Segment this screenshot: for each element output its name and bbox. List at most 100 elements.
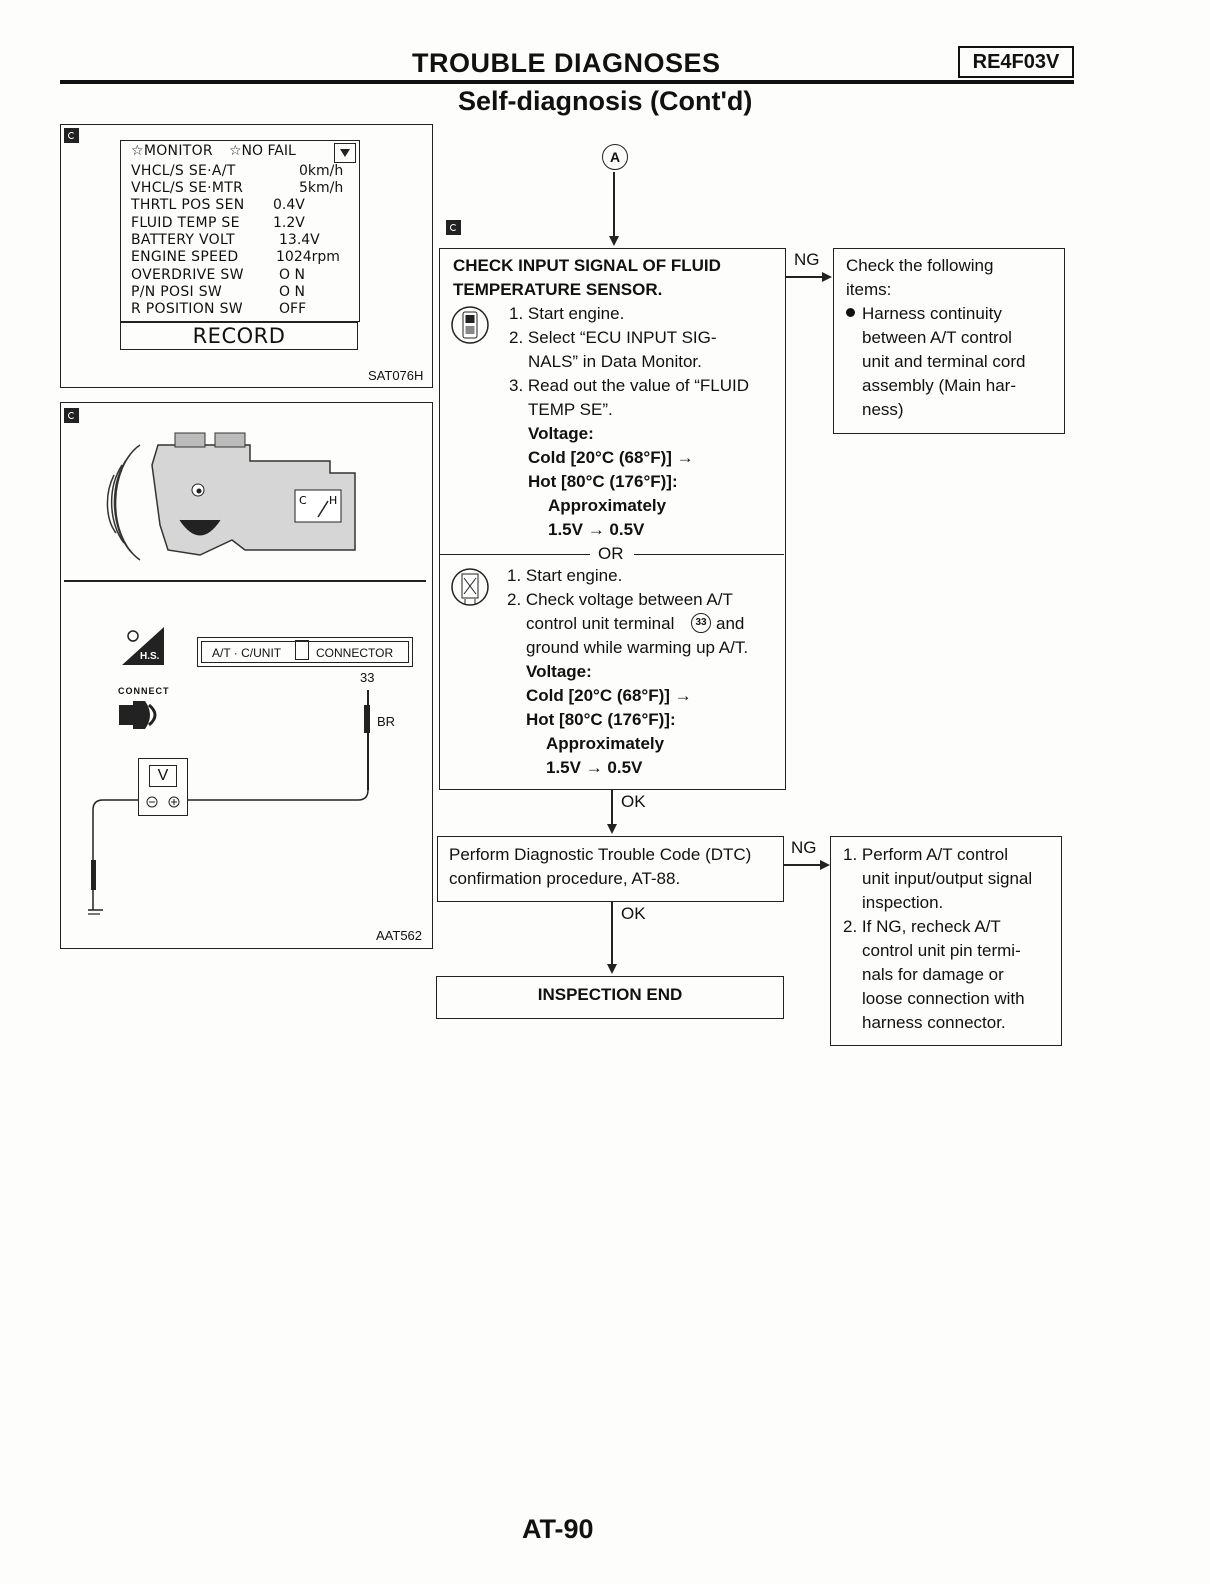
wire-color-label: BR [377, 714, 396, 729]
method2-step1: 1. Start engine. [507, 566, 623, 585]
ng-flow-line [786, 276, 826, 278]
check-step-box [439, 248, 786, 790]
monitor-value: 0km/h [299, 163, 344, 179]
engine-warm-illustration: C H [106, 432, 356, 561]
inspection-end-box [436, 976, 784, 1019]
arrow-down-icon [609, 236, 619, 246]
connector-ref-a: A [602, 144, 628, 170]
monitor-header-label: ☆MONITOR [131, 143, 213, 159]
monitor-item: THRTL POS SEN [131, 197, 245, 213]
ok-flow-line [611, 901, 613, 969]
monitor-item: VHCL/S SE·MTR [131, 180, 244, 196]
method1-step3: TEMP SE”. [528, 400, 613, 419]
or-divider [634, 554, 784, 556]
figure-divider [64, 580, 426, 582]
arrow-down-icon [607, 824, 617, 834]
method2-step2: ground while warming up A/T. [526, 638, 749, 657]
ng-text: loose connection with [862, 989, 1025, 1008]
figure-id: SAT076H [368, 368, 424, 383]
ng-text: Harness continuity [862, 304, 1002, 323]
arrow-right-icon [822, 272, 832, 282]
arrow-down-icon [607, 964, 617, 974]
voltmeter-label: V [149, 765, 177, 787]
connector-figure [60, 402, 433, 949]
figure-id: AAT562 [376, 928, 423, 943]
connector-right-label: CONNECTOR [316, 646, 394, 660]
ng-text: control unit pin termi- [862, 941, 1021, 960]
connector-label-box: A/T · C/UNIT CONNECTOR [197, 637, 413, 667]
monitor-value: OFF [279, 301, 307, 317]
terminal-number: 33 [360, 670, 375, 685]
gauge-h-label: H [329, 494, 337, 507]
monitor-value: 1024rpm [276, 249, 340, 265]
ng-text: unit input/output signal [862, 869, 1033, 888]
ng-label: NG [791, 838, 817, 857]
section-subtitle: Self-diagnosis (Cont'd) [458, 86, 753, 116]
page-title: TROUBLE DIAGNOSES [412, 48, 721, 78]
check-title: CHECK INPUT SIGNAL OF FLUID [453, 256, 721, 275]
dtc-text: Perform Diagnostic Trouble Code (DTC) [449, 845, 752, 864]
consult-c-icon [446, 220, 461, 235]
hand-tool-icon: H.S. [122, 627, 164, 665]
meter-terminals-icon [146, 796, 180, 808]
monitor-status-label: ☆NO FAIL [229, 143, 296, 159]
ng-flow-line [784, 864, 824, 866]
monitor-value: 1.2V [273, 215, 305, 231]
method1-approx: Approximately [548, 496, 667, 515]
dtc-text: confirmation procedure, AT-88. [449, 869, 681, 888]
monitor-item: FLUID TEMP SE [131, 215, 240, 231]
monitor-value: 5km/h [299, 180, 344, 196]
method2-cold: Cold [20°C (68°F)] → [526, 686, 692, 705]
monitor-item: R POSITION SW [131, 301, 243, 317]
connect-label: CONNECT [118, 686, 170, 696]
gauge-c-label: C [299, 494, 307, 507]
consult-screen: ☆MONITOR ☆NO FAIL VHCL/S SE·A/T 0km/h VH… [120, 140, 360, 322]
monitor-figure [60, 124, 433, 388]
bullet-icon [846, 308, 855, 317]
consult-tool-icon [451, 306, 489, 344]
ng-text: items: [846, 280, 892, 299]
or-label: OR [598, 544, 624, 563]
probe-wire [367, 690, 369, 790]
method1-cold: Cold [20°C (68°F)] → [528, 448, 694, 467]
method2-step2: and [716, 614, 745, 633]
ok-label: OK [621, 904, 646, 923]
ng-text: harness connector. [862, 1013, 1006, 1032]
terminal-33-badge: 33 [691, 613, 711, 633]
model-code-badge: RE4F03V [958, 46, 1074, 78]
multimeter-tool-icon [451, 568, 489, 606]
header-rule [60, 80, 1074, 84]
dtc-step-box [437, 836, 784, 902]
voltmeter-diagram [88, 760, 369, 915]
consult-c-icon [64, 408, 79, 423]
method2-hot: Hot [80°C (176°F)]: [526, 710, 676, 729]
monitor-item: BATTERY VOLT [131, 232, 236, 248]
ng-action-box [830, 836, 1062, 1046]
flow-line [613, 172, 615, 244]
ng-text: inspection. [862, 893, 944, 912]
ng-text: Check the following [846, 256, 994, 275]
method1-step2: NALS” in Data Monitor. [528, 352, 702, 371]
ng-text: 1. Perform A/T control [843, 845, 1009, 864]
ng-text: assembly (Main har- [862, 376, 1016, 395]
ok-flow-line [611, 789, 613, 829]
method1-step2: 2. Select “ECU INPUT SIG- [509, 328, 717, 347]
method2-voltage-label: Voltage: [526, 662, 592, 681]
connector-left-label: A/T · C/UNIT [212, 646, 282, 660]
or-divider [440, 554, 590, 556]
monitor-item: VHCL/S SE·A/T [131, 163, 236, 179]
method2-step2: 2. Check voltage between A/T [507, 590, 733, 609]
ok-label: OK [621, 792, 646, 811]
ng-text: ness) [862, 400, 904, 419]
consult-c-icon [64, 128, 79, 143]
method1-voltage-label: Voltage: [528, 424, 594, 443]
check-title: TEMPERATURE SENSOR. [453, 280, 663, 299]
method2-approx: Approximately [546, 734, 665, 753]
page-number: AT-90 [522, 1514, 594, 1544]
inspection-end-label: INSPECTION END [537, 985, 683, 1004]
scroll-down-icon [334, 143, 356, 163]
monitor-item: OVERDRIVE SW [131, 267, 244, 283]
ng-text: nals for damage or [862, 965, 1004, 984]
record-button: RECORD [120, 322, 358, 350]
method1-step3: 3. Read out the value of “FLUID [509, 376, 750, 395]
